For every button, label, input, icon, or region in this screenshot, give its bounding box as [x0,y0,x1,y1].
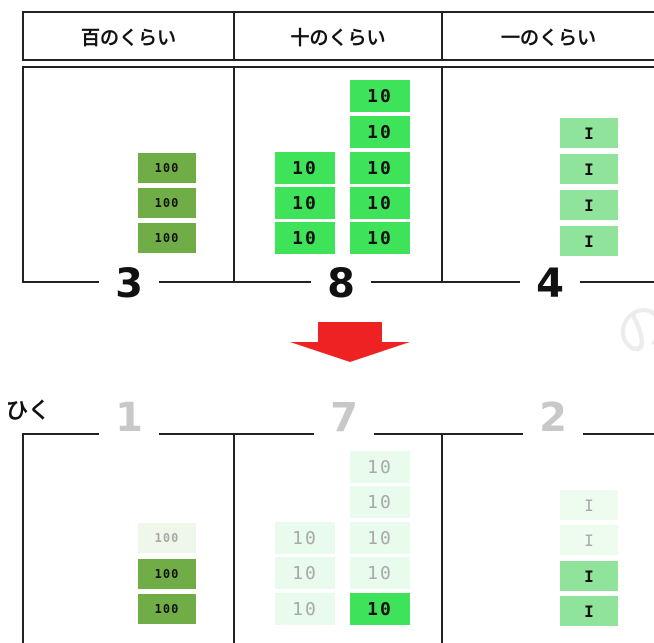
one-block: I [560,190,618,220]
ten-block-removed: 10 [275,557,335,589]
one-block: I [560,596,618,626]
header-hundreds: 百のくらい [80,26,176,49]
down-arrow-icon [290,322,410,362]
top-panel-divider [441,66,443,283]
bottom-panel-left-border [22,433,24,643]
ten-block: 10 [350,593,410,625]
bottom-digit-ones: 2 [523,396,583,440]
top-digit-tens: 8 [311,262,371,306]
one-block: I [560,226,618,256]
ten-block: 10 [350,222,410,254]
one-block: I [560,561,618,591]
ten-block-removed: 10 [350,486,410,518]
bottom-panel-divider [233,433,235,643]
header-ones: 一のくらい [500,26,596,49]
watermark-icon: の [601,288,654,371]
top-digit-ones: 4 [520,262,580,306]
subtract-label: ひく [6,399,51,424]
ten-block-removed: 10 [350,451,410,483]
ten-block-removed: 10 [350,557,410,589]
one-block-removed: I [560,525,618,555]
ten-block-removed: 10 [350,522,410,554]
place-value-header [22,11,654,61]
hundred-block: 100 [138,594,196,624]
ten-block: 10 [275,222,335,254]
one-block-removed: I [560,490,618,520]
top-panel-left-border [22,66,24,283]
top-digit-hundreds: 3 [99,262,159,306]
ten-block: 10 [275,187,335,219]
hundred-block: 100 [138,223,196,253]
hundred-block: 100 [138,188,196,218]
header-divider [233,11,235,61]
hundred-block: 100 [138,153,196,183]
hundred-block: 100 [138,559,196,589]
ten-block-removed: 10 [275,522,335,554]
ten-block: 10 [350,116,410,148]
ten-block: 10 [350,152,410,184]
header-divider [441,11,443,61]
ten-block: 10 [275,152,335,184]
top-panel-divider [233,66,235,283]
bottom-digit-tens: 7 [314,396,374,440]
bottom-digit-hundreds: 1 [99,396,159,440]
one-block: I [560,118,618,148]
one-block: I [560,154,618,184]
hundred-block-removed: 100 [138,523,196,553]
top-panel-top-border [22,66,654,68]
ten-block-removed: 10 [275,593,335,625]
ten-block: 10 [350,80,410,112]
ten-block: 10 [350,187,410,219]
header-tens: 十のくらい [290,26,386,49]
bottom-panel-divider [441,433,443,643]
